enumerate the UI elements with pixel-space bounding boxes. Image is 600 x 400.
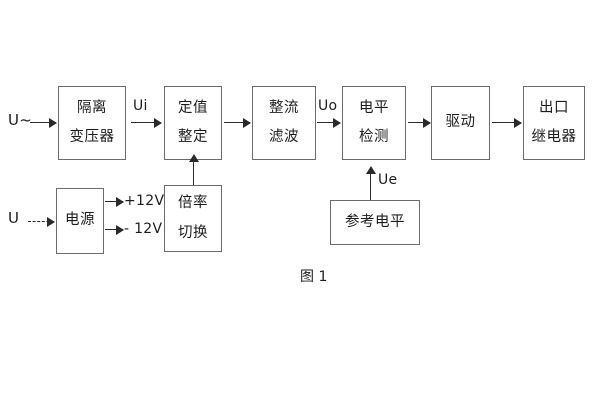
signal-label-ue: Ue [378,172,398,188]
block-line: 整流 [269,99,299,116]
arrow-input-to-power-supply [28,217,55,228]
block-ratio-switch[interactable]: 倍率 切换 [164,185,222,252]
block-isolation-transformer[interactable]: 隔离 变压器 [58,86,126,160]
block-line: 切换 [178,224,208,241]
rail-label-positive: +12V [124,193,165,209]
block-output-relay[interactable]: 出口 继电器 [523,86,585,160]
block-line: 电源 [65,212,95,229]
block-line: 整定 [178,129,208,145]
figure-caption: 图 1 [300,269,328,285]
block-setpoint-adjust[interactable]: 定值 整定 [164,86,222,160]
arrow-reference-level-to-level-detection [366,166,377,200]
block-power-supply[interactable]: 电源 [56,188,104,254]
arrow-isolation-to-setpoint [131,118,162,129]
arrow-rectify-to-level-detection [317,118,341,129]
block-line: 出口 [539,99,569,116]
arrow-level-detection-to-drive [408,118,431,129]
signal-label-uo: Uo [318,98,338,114]
block-line: 隔离 [77,99,107,116]
arrow-input-to-isolation-transformer [30,118,57,129]
block-line: 继电器 [531,129,577,145]
arrow-setpoint-to-rectify [224,118,251,129]
block-line: 滤波 [269,129,299,145]
input-label-u-ac: U~ [8,111,33,129]
arrow-rail-positive [105,197,124,208]
block-line: 变压器 [69,129,115,145]
block-level-detection[interactable]: 电平 检测 [342,86,406,160]
arrow-drive-to-output-relay [492,118,522,129]
rail-label-negative: - 12V [124,221,163,237]
block-line: 驱动 [445,114,476,131]
block-line: 参考电平 [345,213,405,230]
block-reference-level[interactable]: 参考电平 [330,200,420,245]
block-line: 倍率 [178,195,208,212]
block-line: 定值 [178,99,208,116]
block-line: 检测 [359,129,389,145]
block-rectify-filter[interactable]: 整流 滤波 [252,86,316,160]
block-drive[interactable]: 驱动 [431,86,490,160]
input-label-u-dc: U [8,209,20,227]
arrow-rail-negative [105,225,124,236]
block-line: 电平 [359,99,389,116]
arrow-ratio-switch-to-setpoint [189,154,200,185]
signal-label-ui: Ui [133,98,148,114]
